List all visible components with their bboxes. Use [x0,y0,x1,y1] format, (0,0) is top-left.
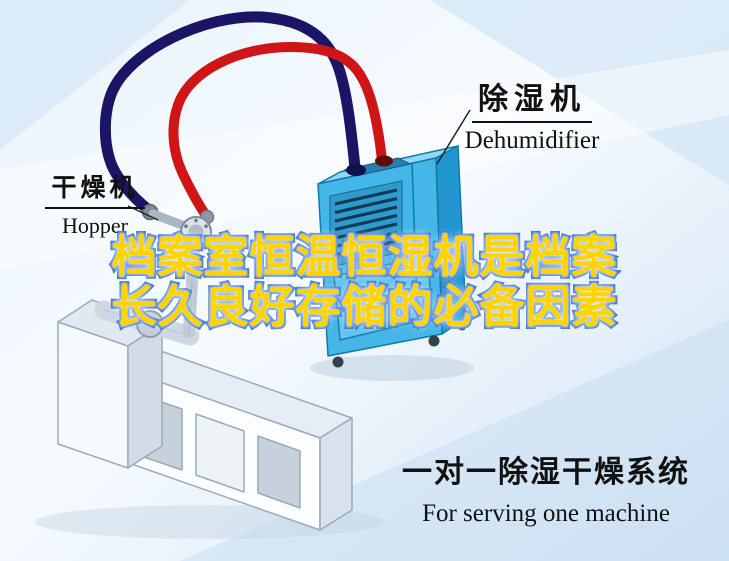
dehumidifier-label-en: Dehumidifier [464,127,600,154]
caster-wheels [332,321,467,368]
cold-air-hose [99,11,361,217]
flange-bolts [184,218,208,246]
dehumidifier-callout: 除湿机 Dehumidifier [452,74,612,155]
vent-slits [334,188,398,257]
lower-access-panel [333,255,433,341]
background-band [0,50,729,270]
caption-block: 一对一除湿干燥系统 For serving one machine [391,447,701,528]
headline: 档案室恒温恒湿机是档案 长久良好存储的必备因素 [109,229,619,335]
dehumidifier-illustration [310,145,474,381]
dehumidifier-shadow [310,355,474,381]
extruder-panel-3 [257,435,301,509]
extruder-machine-illustration [35,242,385,539]
hot-hose-port [375,155,393,167]
dehumidifier-label-zh: 除湿机 [472,74,592,123]
hopper-clamp-center [188,224,204,240]
background-swoosh-top-left [0,0,190,150]
feed-tube-edge [188,247,195,333]
barrel-flange [136,310,164,338]
door-handle [423,246,428,259]
background-swoosh-top-right [430,0,729,185]
extruder-body-side [319,417,353,531]
hopper-callout: 干燥机 Hopper [36,168,154,239]
door-seam [411,162,419,331]
extruder-panel-2 [195,413,245,493]
extruder-motor-side [127,323,163,469]
cold-hose-port [346,164,366,176]
extruder-motor-front [57,321,129,469]
hopper-label-zh: 干燥机 [45,168,145,209]
caption-zh: 一对一除湿干燥系统 [402,456,690,489]
caption-en: For serving one machine [422,500,670,527]
headline-line-1: 档案室恒温恒湿机是档案 [109,229,619,285]
dehumidifier-leader-line [436,109,471,165]
hopper-label-en: Hopper [62,213,128,238]
hot-air-hose [168,41,387,222]
headline-line-2: 长久良好存储的必备因素 [109,279,619,335]
hopper-assembly-illustration [141,203,215,248]
